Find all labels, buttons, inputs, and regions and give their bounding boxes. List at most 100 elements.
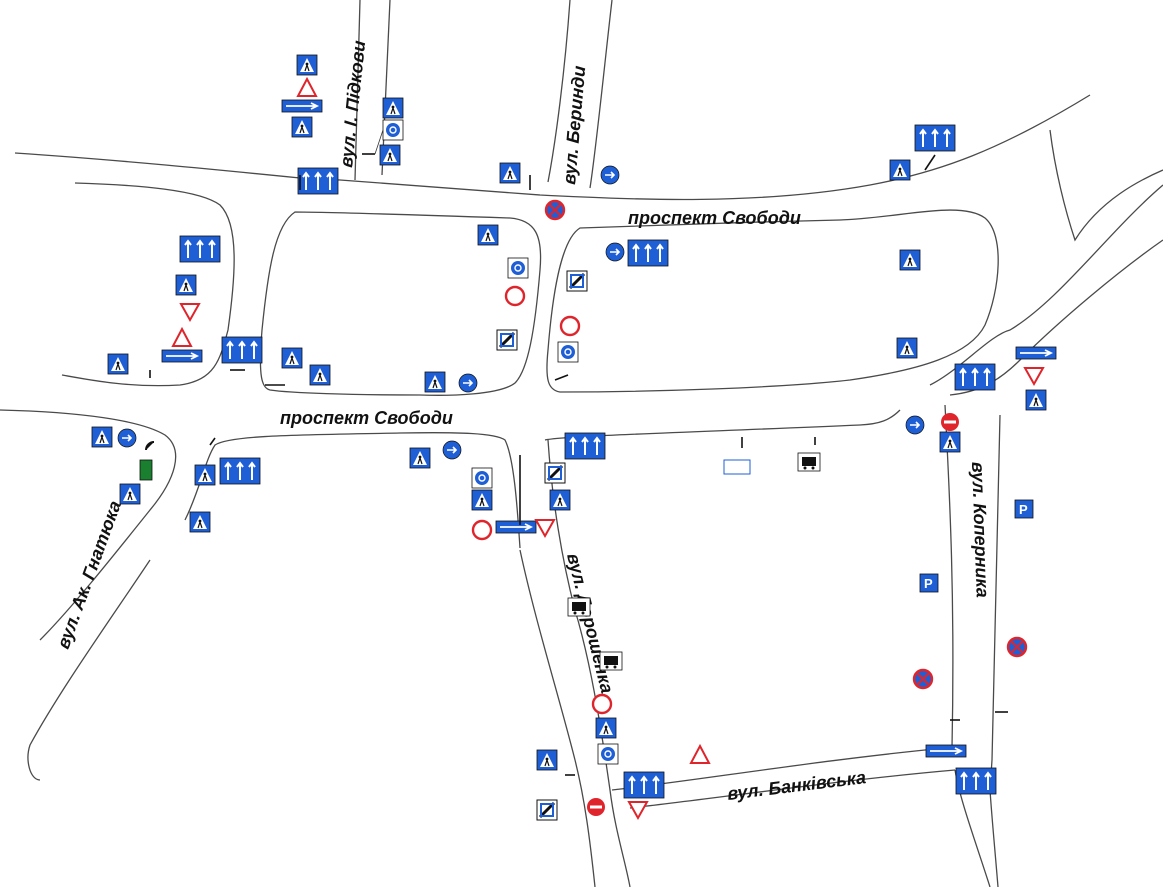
end-of-zone-sign [495,328,519,352]
road-edge [184,432,521,549]
lane-direction-sign [954,363,996,391]
roundabout-sign [471,467,493,489]
sign-post [924,154,936,171]
pedestrian-crossing-sign [549,489,571,511]
lane-direction-sign [564,432,606,460]
one-way-sign [281,99,323,113]
yield-sign [180,303,200,321]
lane-direction-sign [914,124,956,152]
sign-post [209,437,216,446]
pedestrian-crossing-sign [424,371,446,393]
sign-post [554,374,569,381]
no-stopping-sign [1006,636,1028,658]
lane-direction-sign [627,239,669,267]
street-label-vul-kopernyka: вул. Коперника [968,461,993,598]
pedestrian-crossing-sign [194,464,216,486]
tram-crossing-sign [567,597,591,617]
no-entry-sign [587,798,605,816]
pedestrian-crossing-sign [536,749,558,771]
parking-sign [1014,499,1034,519]
pedestrian-crossing-sign [107,353,129,375]
direction-plate [139,459,153,481]
road-edge [1049,129,1163,242]
tram-crossing-sign [797,452,821,472]
pedestrian-crossing-sign [91,426,113,448]
street-label-vul-beryndy: вул. Беринди [559,65,589,185]
no-vehicles-sign [591,693,613,715]
end-of-zone-sign [565,269,589,293]
street-label-prospekt-svobody-bottom: проспект Свободи [280,408,453,428]
roundabout-sign [382,119,404,141]
one-way-sign [925,744,967,758]
pedestrian-crossing-sign [409,447,431,469]
mandatory-direction-sign [117,428,137,448]
roundabout-sign [557,341,579,363]
street-labels: проспект Свободи проспект Свободи вул. І… [53,40,993,804]
yield-sign [1024,367,1044,385]
mandatory-direction-sign [442,440,462,460]
lane-direction-sign [297,167,339,195]
pedestrian-crossing-sign [119,483,141,505]
pedestrian-crossing-sign [896,337,918,359]
street-label-vul-hnatiuka: вул. Ак. Гнатюка [53,498,125,651]
road-edge [0,409,177,641]
road-edge [547,0,571,183]
yield-sign [535,519,555,537]
street-label-vul-pidkovy: вул. І. Підкови [336,40,369,169]
road-edge [929,184,1163,386]
road-edge [27,559,151,781]
pedestrian-crossing-sign [189,511,211,533]
no-stopping-sign [912,668,934,690]
road-edge [589,0,613,189]
mandatory-direction-sign [905,415,925,435]
lane-direction-sign [179,235,221,263]
road-edge [944,404,954,749]
one-way-sign [1015,346,1057,360]
roundabout-sign [507,257,529,279]
one-way-sign [161,349,203,363]
no-vehicles-sign [559,315,581,337]
end-of-zone-sign [535,798,559,822]
pedestrian-crossing-sign [291,116,313,138]
tram-crossing-sign [599,651,623,671]
no-vehicles-sign [471,519,493,541]
pedestrian-crossing-sign [899,249,921,271]
road-edge [259,211,542,396]
road-edge [547,439,631,887]
road-edge [14,94,1091,201]
info-plate [723,459,751,475]
road-edge [61,182,235,387]
pedestrian-crossing-sign [1025,389,1047,411]
parking-sign [919,573,939,593]
road-edge [629,769,956,809]
lane-direction-sign [221,336,263,364]
warning-triangle-sign [172,328,192,347]
no-stopping-sign [544,199,566,221]
lane-direction-sign [955,767,997,795]
traffic-signs [91,54,1057,822]
pedestrian-crossing-sign [379,144,401,166]
pedestrian-crossing-sign [889,159,911,181]
warning-triangle-sign [690,745,710,764]
pedestrian-crossing-sign [175,274,197,296]
road-edge [546,209,999,393]
pedestrian-crossing-sign [382,97,404,119]
one-way-sign [495,520,537,534]
pedestrian-crossing-sign [296,54,318,76]
roundabout-sign [597,743,619,765]
pedestrian-crossing-sign [499,162,521,184]
pedestrian-crossing-sign [477,224,499,246]
mandatory-direction-sign [605,242,625,262]
sign-leader [374,129,384,155]
road-edge [989,414,1001,887]
end-of-zone-sign [543,461,567,485]
road-edge [354,0,361,181]
no-entry-sign [941,413,959,431]
pedestrian-crossing-sign [939,431,961,453]
pedestrian-crossing-sign [281,347,303,369]
yield-sign [628,801,648,819]
lane-direction-sign [623,771,665,799]
sign-captions [139,441,751,481]
lane-direction-sign [219,457,261,485]
street-label-prospekt-svobody-top: проспект Свободи [628,208,801,228]
